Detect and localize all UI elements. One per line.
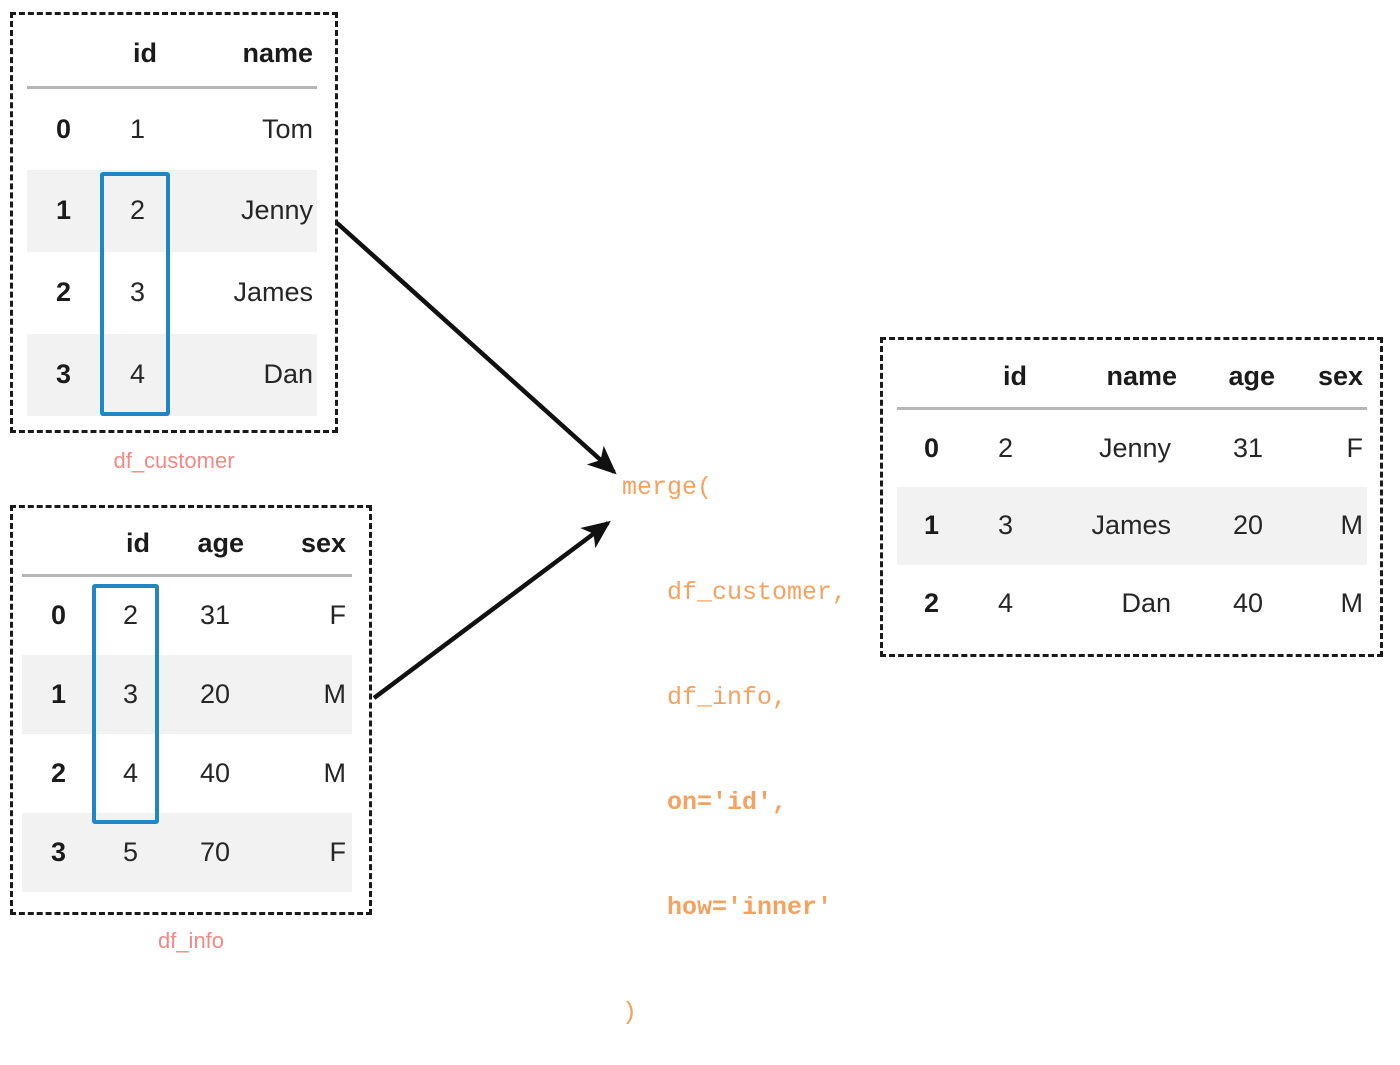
row-index: 3 [27, 333, 85, 416]
row-index: 2 [50, 757, 66, 788]
df-info-label: df_info [157, 928, 225, 953]
row-index: 3 [22, 812, 80, 892]
cell-age: 31 [199, 600, 230, 631]
cell-id: 4 [85, 333, 167, 416]
row-index: 1 [22, 654, 80, 734]
cell-id: 1 [129, 113, 145, 144]
code-line-how: how='inner' [622, 893, 833, 922]
arrow-df-info-to-merge [372, 520, 611, 700]
index-header [22, 514, 80, 572]
table-row: 0 2 31 F [22, 576, 352, 655]
df-info-table: id age sex 0 2 31 F 1 3 20 M 2 4 40 M 3 … [22, 514, 352, 892]
cell-sex: M [1285, 486, 1367, 565]
cell-name: James [233, 277, 313, 307]
cell-sex: F [256, 812, 352, 892]
cell-id: 2 [122, 600, 138, 631]
column-header-id: id [133, 37, 157, 68]
row-index: 2 [55, 277, 71, 307]
cell-sex: F [329, 600, 347, 631]
code-line-on: on='id', [622, 788, 788, 817]
row-index: 1 [27, 169, 85, 252]
table-header-row: id age sex [22, 514, 352, 572]
row-index: 2 [923, 588, 939, 618]
table-header-row: id name [27, 22, 317, 84]
row-index: 0 [923, 432, 939, 463]
table-row: 1 3 James 20 M [897, 486, 1367, 565]
column-header-age: age [197, 527, 244, 558]
cell-name: Jenny [167, 169, 317, 252]
cell-sex: M [1340, 588, 1364, 618]
table-row: 2 4 40 M [22, 734, 352, 813]
cell-id: 3 [129, 277, 145, 307]
row-index: 1 [897, 486, 953, 565]
cell-id: 5 [80, 812, 160, 892]
column-header-age: age [1228, 360, 1275, 391]
cell-age: 40 [1232, 588, 1263, 618]
cell-age: 20 [1189, 486, 1285, 565]
column-header-id: id [1003, 360, 1027, 391]
cell-age: 70 [160, 812, 256, 892]
cell-id: 4 [122, 757, 138, 788]
header-rule [897, 405, 1367, 410]
merge-code-block: merge( df_customer, df_info, on='id', ho… [622, 400, 847, 1065]
df-customer-table: id name 0 1 Tom 1 2 Jenny 2 3 James 3 4 … [27, 22, 317, 416]
table-row: 2 4 Dan 40 M [897, 565, 1367, 643]
cell-name: James [1037, 486, 1189, 565]
cell-id: 4 [997, 588, 1013, 618]
column-header-id: id [126, 527, 150, 558]
cell-name: Dan [1121, 588, 1171, 618]
header-rule [22, 572, 352, 577]
cell-age: 40 [199, 757, 230, 788]
cell-name: Dan [167, 333, 317, 416]
df-customer-label: df_customer [113, 448, 235, 473]
cell-age: 31 [1232, 432, 1263, 463]
table-row: 0 2 Jenny 31 F [897, 409, 1367, 487]
df-result-table: id name age sex 0 2 Jenny 31 F 1 3 James… [897, 347, 1367, 643]
table-row: 0 1 Tom [27, 88, 317, 170]
cell-sex: M [256, 654, 352, 734]
header-rule [27, 84, 317, 89]
row-index: 0 [55, 113, 71, 144]
cell-name: Tom [261, 113, 313, 144]
cell-age: 20 [160, 654, 256, 734]
code-line-df-customer: df_customer, [622, 578, 848, 607]
column-header-sex: sex [1317, 360, 1363, 391]
cell-id: 3 [953, 486, 1037, 565]
cell-id: 3 [80, 654, 160, 734]
column-header-name: name [242, 37, 313, 68]
cell-id: 2 [85, 169, 167, 252]
table-row: 1 3 20 M [22, 654, 352, 734]
code-line-df-info: df_info, [622, 683, 788, 712]
column-header-sex: sex [300, 527, 346, 558]
table-row: 1 2 Jenny [27, 169, 317, 252]
code-line-close-paren: ) [622, 998, 638, 1027]
code-line-merge: merge( [622, 473, 713, 502]
row-index: 0 [50, 600, 66, 631]
cell-name: Jenny [1098, 432, 1171, 463]
cell-sex: M [323, 757, 347, 788]
arrow-df-customer-to-merge [335, 221, 617, 475]
cell-sex: F [1346, 432, 1364, 463]
table-row: 3 4 Dan [27, 333, 317, 416]
cell-id: 2 [997, 432, 1013, 463]
index-header [897, 347, 953, 405]
table-row: 2 3 James [27, 252, 317, 334]
index-header [27, 22, 85, 84]
table-row: 3 5 70 F [22, 812, 352, 892]
column-header-name: name [1106, 360, 1177, 391]
table-header-row: id name age sex [897, 347, 1367, 405]
